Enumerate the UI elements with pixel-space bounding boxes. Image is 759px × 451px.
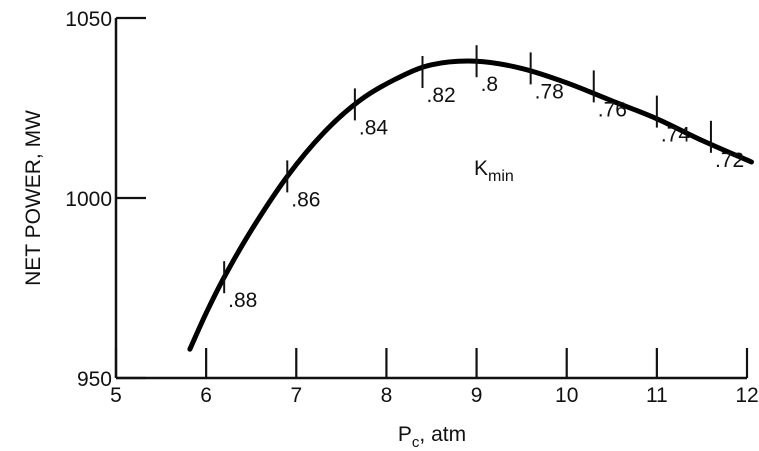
x-tick-label-8: 8 <box>381 384 393 407</box>
series-layer <box>187 58 754 352</box>
kmin-label: .8 <box>481 73 499 96</box>
y-tick-label-1000: 1000 <box>65 188 112 211</box>
x-axis-label-sub: c <box>412 434 420 451</box>
kmin-label: .78 <box>535 80 564 103</box>
y-axis-label: NET POWER, MW <box>22 110 45 286</box>
x-axis-label: Pc, atm <box>398 423 466 451</box>
parameter-label: Kmin <box>474 157 514 185</box>
kmin-label: .72 <box>715 149 744 172</box>
y-tick-label-1050: 1050 <box>65 8 112 31</box>
annotations: .88 .86 .84 .82 .8 .78 .76 .74 .72 <box>223 45 744 312</box>
x-tick-label-7: 7 <box>290 384 302 407</box>
x-tick-label-9: 9 <box>471 384 483 407</box>
kmin-label: .88 <box>228 289 257 312</box>
x-axis-label-main: P <box>398 423 412 446</box>
kmin-label: .82 <box>426 84 455 107</box>
x-tick-label-11: 11 <box>646 384 668 407</box>
x-tick-label-6: 6 <box>200 384 212 407</box>
x-tick-label-5: 5 <box>110 384 122 407</box>
y-tick-label-950: 950 <box>77 368 112 391</box>
x-tick-label-12: 12 <box>735 384 758 407</box>
kmin-label: .84 <box>359 116 389 139</box>
net-power-curve <box>187 58 754 352</box>
kmin-label: .76 <box>598 98 627 121</box>
kmin-label: .74 <box>661 124 691 147</box>
parameter-label-main: K <box>474 157 488 180</box>
x-tick-label-10: 10 <box>555 384 578 407</box>
parameter-label-sub: min <box>488 168 514 185</box>
x-axis-label-unit: , atm <box>419 423 466 446</box>
axes: 5 6 7 8 9 10 11 12 950 1000 1050 <box>65 8 758 407</box>
kmin-label: .86 <box>291 188 320 211</box>
